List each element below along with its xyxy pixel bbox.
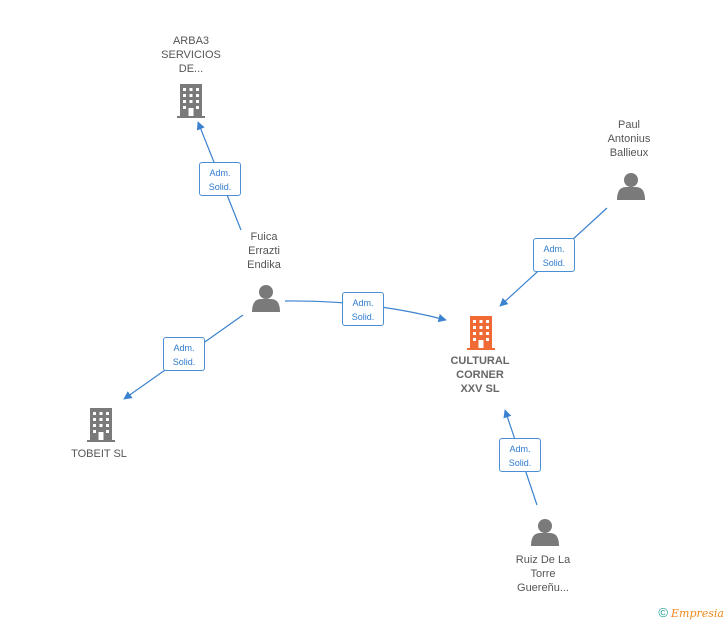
edge-label-ruiz-cultural: Adm. Solid. <box>499 438 541 472</box>
copyright-symbol: © <box>658 605 668 620</box>
node-label-fuica[interactable]: Fuica Errazti Endika <box>247 231 281 271</box>
building-icon[interactable] <box>177 84 205 118</box>
footer-brand[interactable]: © Empresia <box>658 605 724 620</box>
person-icon[interactable] <box>252 285 280 312</box>
node-label-cultural[interactable]: CULTURAL CORNER XXV SL <box>450 355 510 395</box>
node-label-paul[interactable]: Paul Antonius Ballieux <box>607 119 651 159</box>
person-icon[interactable] <box>617 173 645 200</box>
brand-logo-text: Empresia <box>671 607 724 620</box>
edge-label-fuica-arba3: Adm. Solid. <box>199 162 241 196</box>
building-icon-main[interactable] <box>467 316 495 350</box>
node-label-tobeit[interactable]: TOBEIT SL <box>71 448 127 460</box>
node-label-ruiz[interactable]: Ruiz De La Torre Guereñu... <box>515 554 571 594</box>
person-icon[interactable] <box>531 519 559 546</box>
edge-label-fuica-tobeit: Adm. Solid. <box>163 337 205 371</box>
building-icon[interactable] <box>87 408 115 442</box>
edge-label-fuica-cultural: Adm. Solid. <box>342 292 384 326</box>
node-label-arba3[interactable]: ARBA3 SERVICIOS DE... <box>161 35 221 75</box>
edge-label-paul-cultural: Adm. Solid. <box>533 238 575 272</box>
